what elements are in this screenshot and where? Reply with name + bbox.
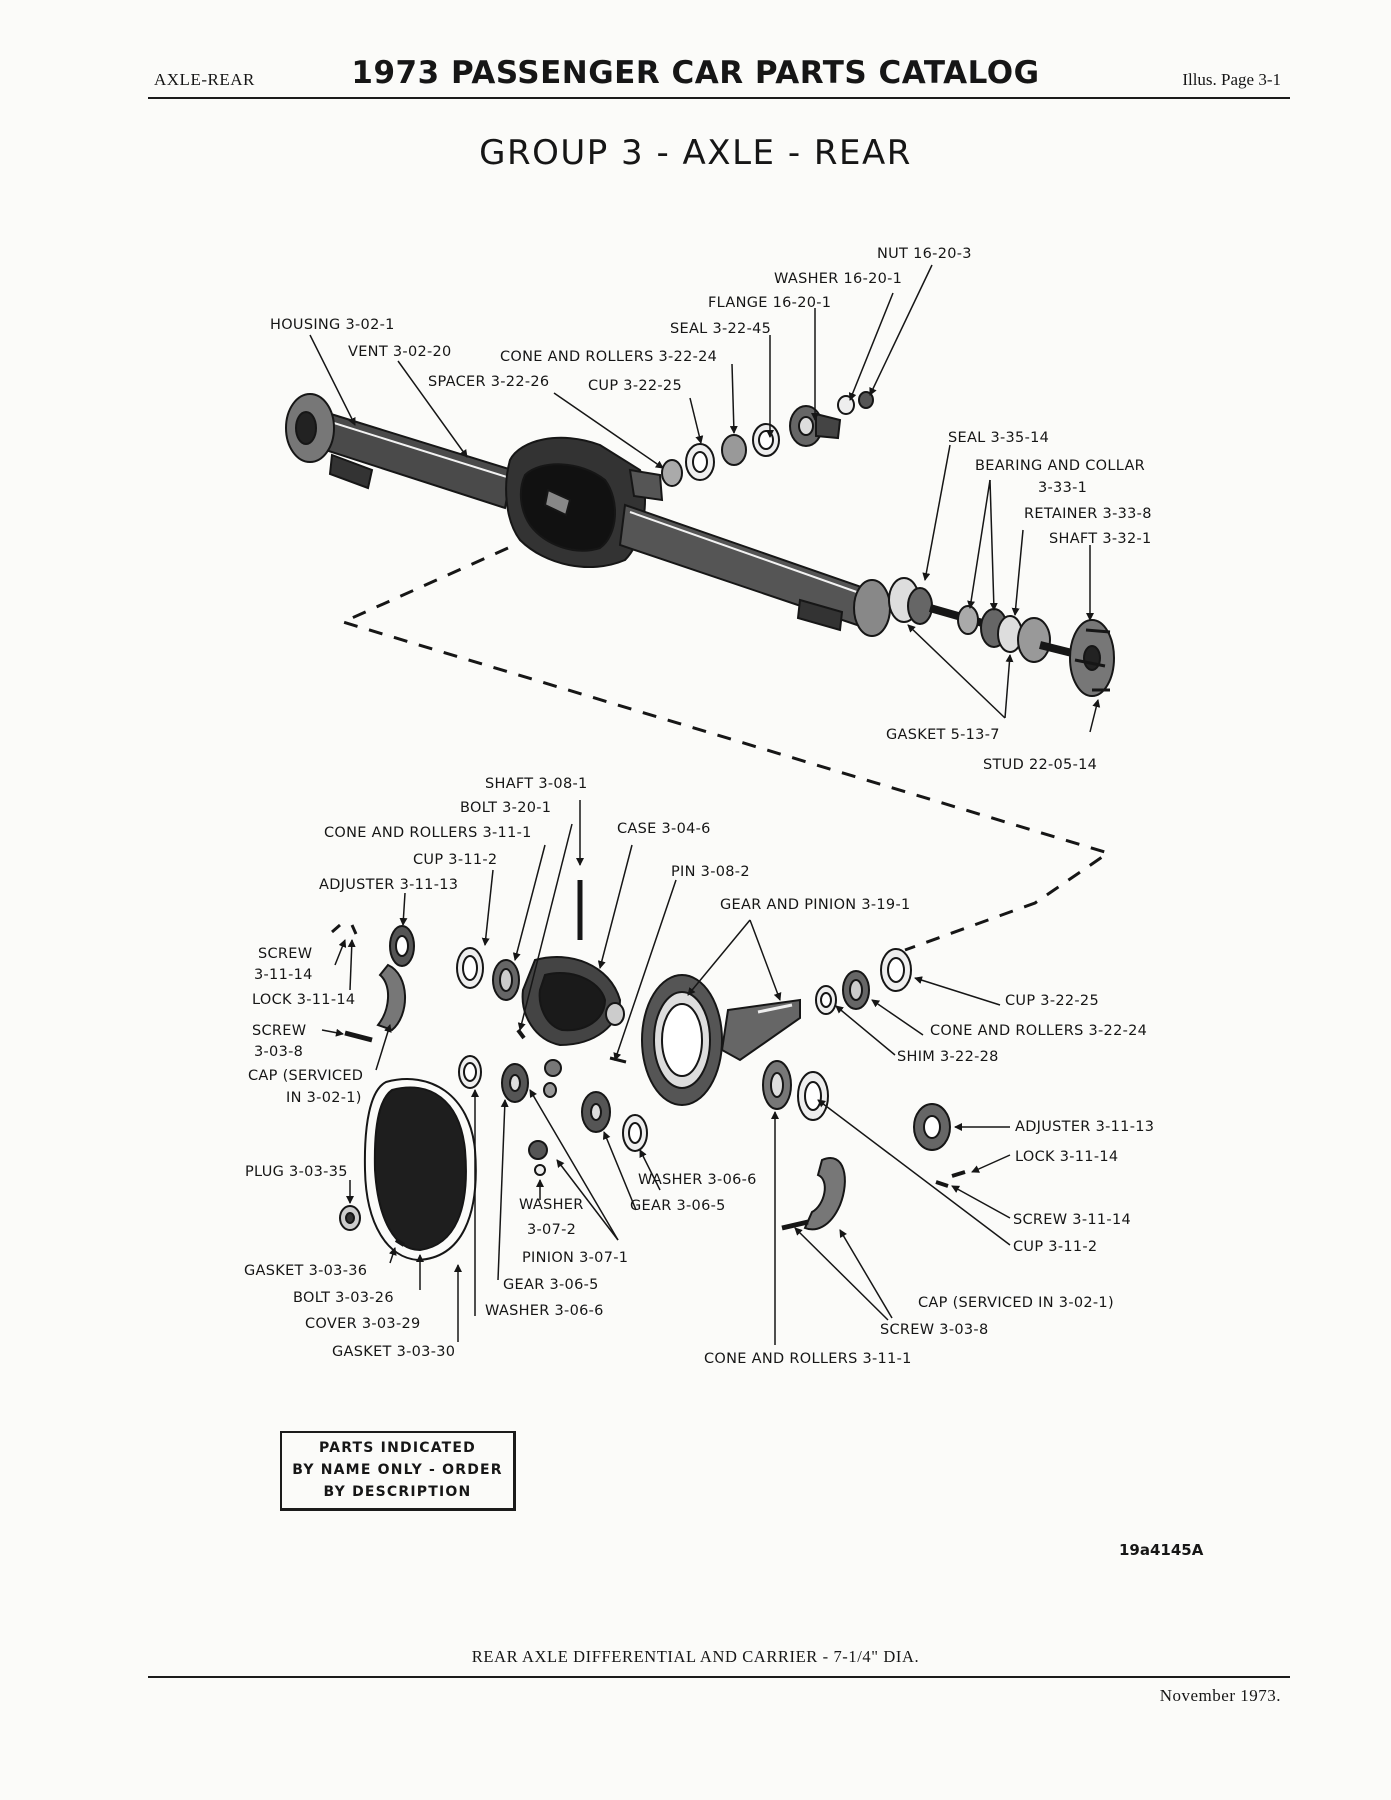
label-cone-rollers-3-22-24-top: CONE AND ROLLERS 3-22-24	[500, 349, 717, 365]
label-cup-3-22-25-top: CUP 3-22-25	[588, 378, 682, 394]
axle-shaft-parts	[888, 577, 1115, 697]
illustration-caption: REAR AXLE DIFFERENTIAL AND CARRIER - 7-1…	[471, 1647, 920, 1666]
label-cap-right: CAP (SERVICED IN 3-02-1)	[918, 1295, 1114, 1311]
label-gasket-3-03-36: GASKET 3-03-36	[244, 1263, 367, 1279]
label-seal-3-22-45: SEAL 3-22-45	[670, 321, 771, 337]
label-housing-3-02-1: HOUSING 3-02-1	[270, 317, 395, 333]
pinion-parts-top	[661, 391, 874, 487]
label-screw-left-b-number: 3-03-8	[254, 1044, 303, 1060]
label-lock-3-11-14-left: LOCK 3-11-14	[252, 992, 355, 1008]
label-retainer-3-33-8: RETAINER 3-33-8	[1024, 506, 1152, 522]
label-washer-3-07-2-number: 3-07-2	[527, 1222, 576, 1238]
notice-line-3: BY DESCRIPTION	[323, 1484, 472, 1500]
label-gear-3-06-5-right: GEAR 3-06-5	[630, 1198, 726, 1214]
axle-housing-drawing	[285, 393, 891, 637]
label-nut-16-20-3: NUT 16-20-3	[877, 246, 972, 262]
label-cap-left: CAP (SERVICED	[248, 1068, 363, 1084]
label-cup-3-11-2-right: CUP 3-11-2	[1013, 1239, 1097, 1255]
label-bearing-and-collar-number: 3-33-1	[1038, 480, 1087, 496]
label-pinion-3-07-1: PINION 3-07-1	[522, 1250, 628, 1266]
label-washer-3-07-2: WASHER	[519, 1197, 584, 1213]
label-spacer-3-22-26: SPACER 3-22-26	[428, 374, 549, 390]
notice-line-1: PARTS INDICATED	[319, 1440, 476, 1456]
footer-rule	[148, 1676, 1290, 1678]
part-labels: NUT 16-20-3 WASHER 16-20-1 FLANGE 16-20-…	[244, 246, 1154, 1367]
group-title: GROUP 3 - AXLE - REAR	[479, 133, 912, 173]
label-screw-left-a: SCREW	[258, 946, 312, 962]
label-seal-3-35-14: SEAL 3-35-14	[948, 430, 1049, 446]
label-screw-left-a-number: 3-11-14	[254, 967, 313, 983]
label-screw-3-03-8-right: SCREW 3-03-8	[880, 1322, 988, 1338]
label-cup-3-11-2-left: CUP 3-11-2	[413, 852, 497, 868]
label-screw-left-b: SCREW	[252, 1023, 306, 1039]
label-cap-left-line2: IN 3-02-1)	[286, 1090, 362, 1106]
label-plug-3-03-35: PLUG 3-03-35	[245, 1164, 348, 1180]
label-cone-rollers-3-11-1-top: CONE AND ROLLERS 3-11-1	[324, 825, 532, 841]
catalog-title: 1973 PASSENGER CAR PARTS CATALOG	[351, 55, 1040, 91]
label-pin-3-08-2: PIN 3-08-2	[671, 864, 750, 880]
parts-notice-box: PARTS INDICATED BY NAME ONLY - ORDER BY …	[280, 1431, 516, 1511]
label-bolt-3-20-1: BOLT 3-20-1	[460, 800, 551, 816]
label-cone-rollers-3-22-24-right: CONE AND ROLLERS 3-22-24	[930, 1023, 1147, 1039]
label-lock-3-11-14-right: LOCK 3-11-14	[1015, 1149, 1118, 1165]
differential-parts-drawing	[331, 880, 966, 1262]
label-shaft-3-32-1: SHAFT 3-32-1	[1049, 531, 1152, 547]
label-cover-3-03-29: COVER 3-03-29	[305, 1316, 421, 1332]
publication-date: November 1973.	[1159, 1686, 1281, 1705]
label-adjuster-3-11-13-left: ADJUSTER 3-11-13	[319, 877, 458, 893]
label-gasket-5-13-7: GASKET 5-13-7	[886, 727, 1000, 743]
label-cone-rollers-3-11-1-bottom: CONE AND ROLLERS 3-11-1	[704, 1351, 912, 1367]
label-bolt-3-03-26: BOLT 3-03-26	[293, 1290, 394, 1306]
label-gasket-3-03-30: GASKET 3-03-30	[332, 1344, 455, 1360]
header-rule	[148, 97, 1290, 99]
label-washer-3-06-6-bottom: WASHER 3-06-6	[485, 1303, 604, 1319]
label-shaft-3-08-1: SHAFT 3-08-1	[485, 776, 588, 792]
label-shim-3-22-28: SHIM 3-22-28	[897, 1049, 999, 1065]
label-case-3-04-6: CASE 3-04-6	[617, 821, 711, 837]
label-flange-16-20-1: FLANGE 16-20-1	[708, 295, 831, 311]
label-bearing-and-collar: BEARING AND COLLAR	[975, 458, 1145, 474]
label-vent-3-02-20: VENT 3-02-20	[348, 344, 452, 360]
label-screw-3-11-14-right: SCREW 3-11-14	[1013, 1212, 1131, 1228]
label-stud-22-05-14: STUD 22-05-14	[983, 757, 1097, 773]
label-gear-and-pinion-3-19-1: GEAR AND PINION 3-19-1	[720, 897, 911, 913]
drawing-number: 19a4145A	[1119, 1541, 1204, 1559]
illus-page-ref: Illus. Page 3-1	[1182, 70, 1281, 89]
label-washer-16-20-1: WASHER 16-20-1	[774, 271, 902, 287]
label-cup-3-22-25-right: CUP 3-22-25	[1005, 993, 1099, 1009]
label-gear-3-06-5-bottom: GEAR 3-06-5	[503, 1277, 599, 1293]
leader-lines	[309, 264, 1101, 1345]
header-section: AXLE-REAR	[154, 70, 255, 89]
label-adjuster-3-11-13-right: ADJUSTER 3-11-13	[1015, 1119, 1154, 1135]
label-washer-3-06-6-right: WASHER 3-06-6	[638, 1172, 757, 1188]
notice-line-2: BY NAME ONLY - ORDER	[292, 1462, 503, 1478]
